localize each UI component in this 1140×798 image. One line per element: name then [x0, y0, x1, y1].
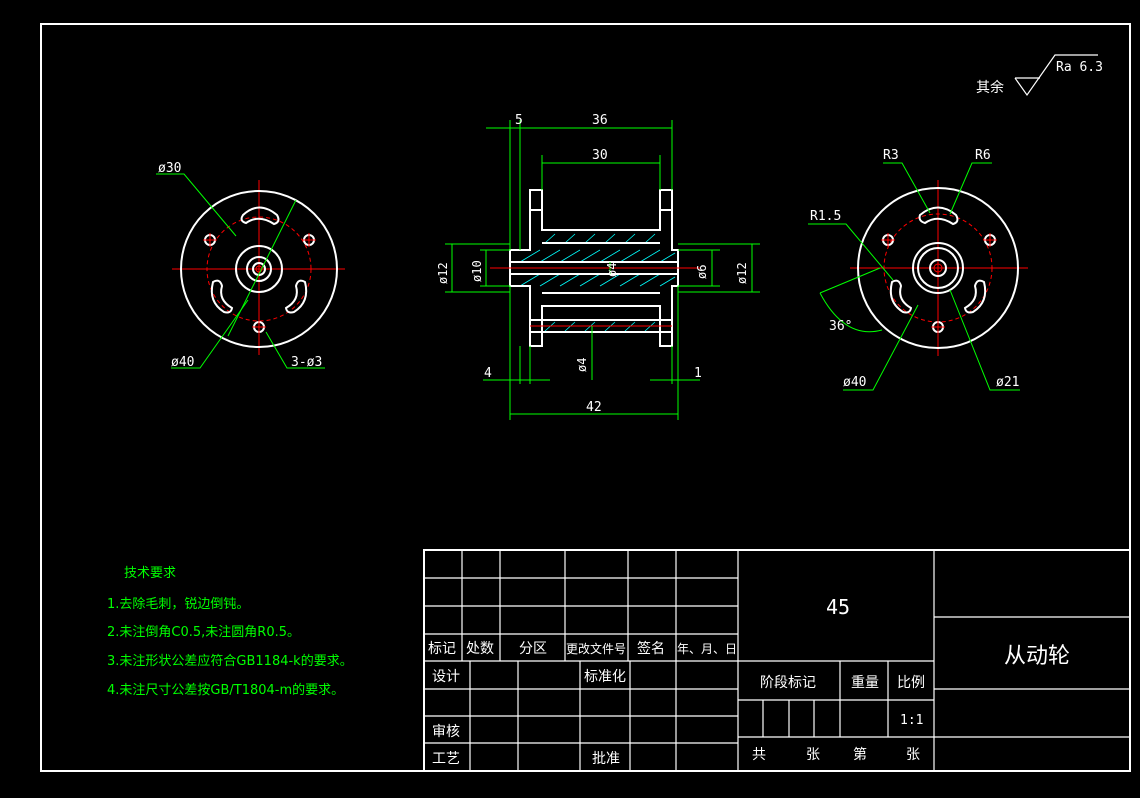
- front-dim-5: 5: [515, 113, 523, 128]
- part-name: 从动轮: [1004, 644, 1070, 669]
- front-view: 5 36 30 ø12 ø10 ø4 ø6 ø12 ø4 4 1 42: [436, 113, 760, 420]
- tech-title: 技术要求: [124, 566, 176, 581]
- label-page: 第: [853, 746, 867, 763]
- scale-value: 1:1: [900, 713, 923, 728]
- roughness-prefix: 其余: [976, 79, 1004, 96]
- front-dim-42: 42: [586, 400, 602, 415]
- label-process: 工艺: [432, 751, 460, 767]
- label-sheets-1: 张: [806, 747, 820, 763]
- col-zone: 分区: [519, 641, 547, 657]
- left-dim-d40: ø40: [171, 355, 194, 370]
- col-doc: 更改文件号: [566, 641, 626, 656]
- front-dim-left-d10: ø10: [470, 260, 484, 282]
- front-dim-30: 30: [592, 148, 608, 163]
- front-dim-left-d12: ø12: [436, 262, 450, 284]
- right-dim-d40: ø40: [843, 375, 866, 390]
- right-dim-d21: ø21: [996, 375, 1019, 390]
- tech-item-1: 1.去除毛刺，锐边倒钝。: [107, 597, 249, 612]
- left-dim-holes: 3-ø3: [291, 355, 322, 370]
- col-date: 年、月、日: [677, 642, 737, 656]
- label-review: 审核: [432, 724, 460, 740]
- label-total: 共: [752, 747, 766, 763]
- technical-requirements: 技术要求 1.去除毛刺，锐边倒钝。 2.未注倒角C0.5,未注圆角R0.5。 3…: [107, 566, 353, 698]
- label-approve: 批准: [592, 751, 620, 767]
- tech-item-3: 3.未注形状公差应符合GB1184-k的要求。: [107, 653, 353, 669]
- roughness-value: Ra 6.3: [1056, 60, 1103, 75]
- label-standard: 标准化: [584, 669, 626, 685]
- label-stage: 阶段标记: [760, 675, 816, 691]
- col-count: 处数: [466, 641, 494, 657]
- tech-item-4: 4.未注尺寸公差按GB/T1804-m的要求。: [107, 682, 344, 698]
- front-dim-right-d6: ø6: [695, 265, 709, 279]
- label-design: 设计: [432, 669, 460, 685]
- front-dim-4: 4: [484, 366, 492, 381]
- roughness-symbol: 其余 Ra 6.3: [976, 54, 1103, 97]
- left-view: ø30 ø40 3-ø3: [156, 161, 345, 370]
- right-dim-r15: R1.5: [810, 209, 841, 224]
- material-value: 45: [826, 595, 850, 619]
- left-dim-d30: ø30: [158, 161, 181, 176]
- front-dim-right-d12: ø12: [735, 262, 749, 284]
- label-sheets-2: 张: [906, 747, 920, 763]
- col-sign: 签名: [637, 640, 665, 657]
- col-marks: 标记: [428, 641, 456, 657]
- front-dim-36: 36: [592, 113, 608, 128]
- tech-item-2: 2.未注倒角C0.5,未注圆角R0.5。: [107, 625, 300, 640]
- title-block: 45 从动轮 标记 处数 分区 更改文件号 签名 年、月、日 设计 标准化 审核…: [423, 549, 1131, 772]
- front-dim-bottom-d4: ø4: [575, 358, 589, 372]
- label-scale: 比例: [897, 675, 925, 691]
- right-view: R3 R6 R1.5 36° ø40 ø21: [808, 148, 1028, 391]
- right-dim-r3: R3: [883, 148, 899, 163]
- front-dim-mid-d4: ø4: [605, 263, 619, 277]
- right-dim-angle: 36°: [829, 319, 852, 334]
- front-dim-1: 1: [694, 366, 702, 381]
- right-dim-r6: R6: [975, 148, 991, 163]
- label-weight: 重量: [851, 675, 879, 691]
